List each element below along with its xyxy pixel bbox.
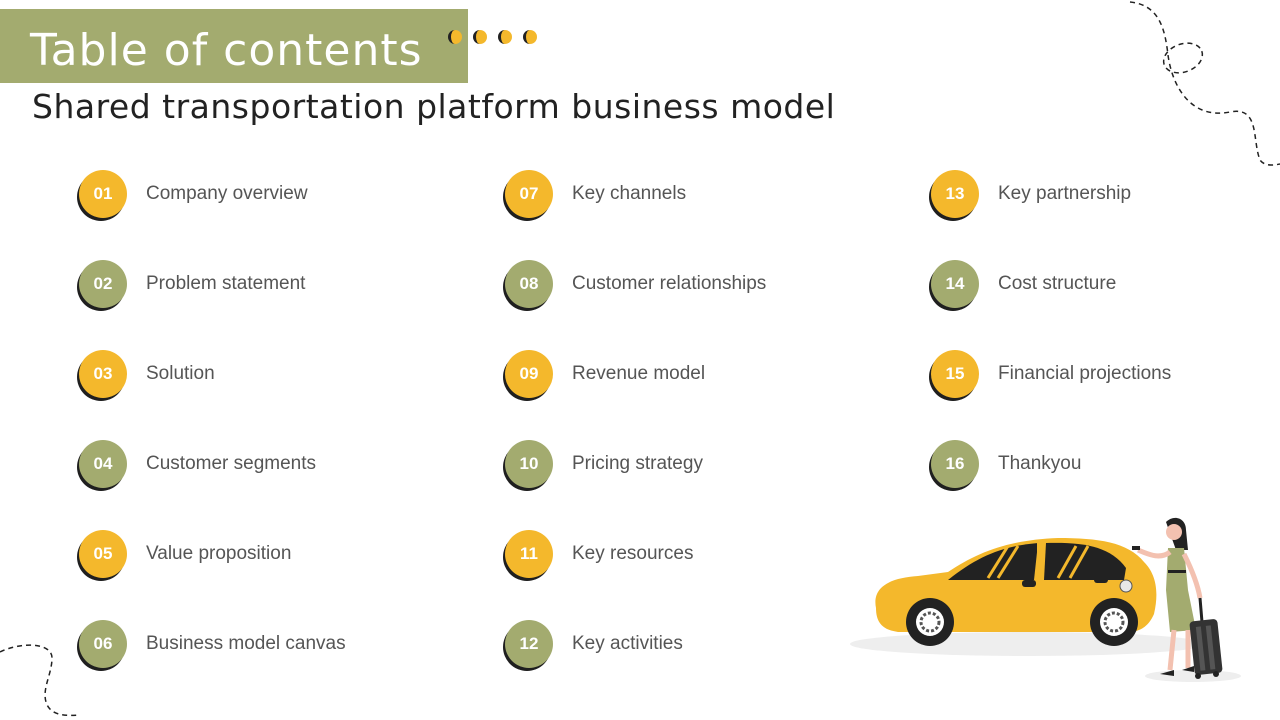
toc-item-14[interactable]: 14 Cost structure bbox=[931, 260, 1280, 310]
number-badge: 07 bbox=[505, 170, 553, 218]
toc-label: Key resources bbox=[572, 543, 694, 564]
toc-item-10[interactable]: 10 Pricing strategy bbox=[505, 440, 885, 490]
toc-label: Value proposition bbox=[146, 543, 292, 564]
number-badge: 09 bbox=[505, 350, 553, 398]
number-badge: 03 bbox=[79, 350, 127, 398]
number-badge: 15 bbox=[931, 350, 979, 398]
toc-item-01[interactable]: 01 Company overview bbox=[79, 170, 459, 220]
toc-item-13[interactable]: 13 Key partnership bbox=[931, 170, 1280, 220]
toc-item-09[interactable]: 09 Revenue model bbox=[505, 350, 885, 400]
dot-icon bbox=[448, 30, 462, 44]
number-badge: 05 bbox=[79, 530, 127, 578]
toc-item-16[interactable]: 16 Thankyou bbox=[931, 440, 1280, 490]
number-badge: 16 bbox=[931, 440, 979, 488]
toc-label: Financial projections bbox=[998, 363, 1172, 384]
dot-icon bbox=[498, 30, 512, 44]
number-badge: 13 bbox=[931, 170, 979, 218]
dashed-curve-top-right bbox=[1129, 1, 1280, 166]
toc-label: Business model canvas bbox=[146, 633, 346, 654]
dot-icon bbox=[473, 30, 487, 44]
title-banner: Table of contents bbox=[0, 9, 468, 83]
toc-item-04[interactable]: 04 Customer segments bbox=[79, 440, 459, 490]
dot-icon bbox=[523, 30, 537, 44]
toc-item-02[interactable]: 02 Problem statement bbox=[79, 260, 459, 310]
number-badge: 08 bbox=[505, 260, 553, 308]
toc-label: Cost structure bbox=[998, 273, 1117, 294]
toc-label: Thankyou bbox=[998, 453, 1082, 474]
toc-label: Key partnership bbox=[998, 183, 1132, 204]
toc-label: Customer relationships bbox=[572, 273, 767, 294]
toc-item-06[interactable]: 06 Business model canvas bbox=[79, 620, 459, 670]
toc-item-11[interactable]: 11 Key resources bbox=[505, 530, 885, 580]
toc-item-03[interactable]: 03 Solution bbox=[79, 350, 459, 400]
toc-item-12[interactable]: 12 Key activities bbox=[505, 620, 885, 670]
dashed-curve-bottom-left bbox=[0, 644, 81, 717]
toc-label: Key activities bbox=[572, 633, 683, 654]
number-badge: 04 bbox=[79, 440, 127, 488]
number-badge: 11 bbox=[505, 530, 553, 578]
toc-label: Solution bbox=[146, 363, 215, 384]
toc-label: Company overview bbox=[146, 183, 308, 204]
number-badge: 12 bbox=[505, 620, 553, 668]
toc-label: Problem statement bbox=[146, 273, 306, 294]
toc-label: Revenue model bbox=[572, 363, 706, 384]
toc-label: Key channels bbox=[572, 183, 687, 204]
toc-item-15[interactable]: 15 Financial projections bbox=[931, 350, 1280, 400]
number-badge: 02 bbox=[79, 260, 127, 308]
page-subtitle: Shared transportation platform business … bbox=[32, 87, 836, 126]
number-badge: 06 bbox=[79, 620, 127, 668]
number-badge: 14 bbox=[931, 260, 979, 308]
toc-item-07[interactable]: 07 Key channels bbox=[505, 170, 885, 220]
toc-label: Pricing strategy bbox=[572, 453, 703, 474]
toc-label: Customer segments bbox=[146, 453, 317, 474]
toc-item-05[interactable]: 05 Value proposition bbox=[79, 530, 459, 580]
car-passenger-illustration bbox=[850, 517, 1241, 682]
page-title: Table of contents bbox=[30, 25, 423, 76]
toc-item-08[interactable]: 08 Customer relationships bbox=[505, 260, 885, 310]
number-badge: 10 bbox=[505, 440, 553, 488]
number-badge: 01 bbox=[79, 170, 127, 218]
